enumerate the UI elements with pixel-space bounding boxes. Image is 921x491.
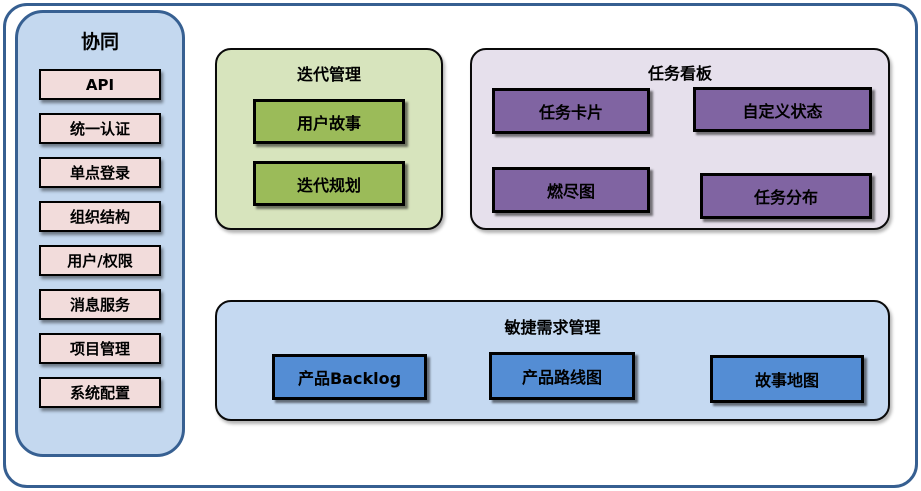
group-iteration-management: 迭代管理 用户故事 迭代规划 [215,48,443,230]
sidebar-item-api: API [39,69,161,100]
iteration-group-title: 迭代管理 [296,65,361,84]
kanban-group-title: 任务看板 [647,64,712,83]
sidebar-item-project-management: 项目管理 [39,333,161,364]
feature-product-backlog: 产品Backlog [272,354,427,400]
sidebar-item-unified-auth: 统一认证 [39,113,161,144]
feature-custom-status: 自定义状态 [693,87,872,132]
group-agile-requirement-management: 敏捷需求管理 产品Backlog 产品路线图 故事地图 [215,300,890,421]
feature-product-roadmap: 产品路线图 [489,352,635,400]
sidebar-item-list: API 统一认证 单点登录 组织结构 用户/权限 消息服务 项目管理 系统配置 [18,69,182,408]
agile-group-title: 敏捷需求管理 [504,318,601,337]
feature-burndown-chart: 燃尽图 [492,167,650,213]
feature-user-story: 用户故事 [253,99,405,144]
feature-iteration-planning: 迭代规划 [253,161,405,206]
feature-task-card: 任务卡片 [492,88,650,134]
sidebar-item-message-service: 消息服务 [39,289,161,320]
sidebar-item-org-structure: 组织结构 [39,201,161,232]
sidebar-item-sso: 单点登录 [39,157,161,188]
feature-story-map: 故事地图 [710,355,864,403]
sidebar-item-system-config: 系统配置 [39,377,161,408]
group-task-kanban: 任务看板 任务卡片 自定义状态 燃尽图 任务分布 [470,48,890,230]
sidebar-title: 协同 [80,31,119,53]
iteration-item-list: 用户故事 迭代规划 [217,99,441,206]
sidebar-collaboration-panel: 协同 API 统一认证 单点登录 组织结构 用户/权限 消息服务 项目管理 系统… [15,10,185,457]
feature-task-distribution: 任务分布 [700,173,872,219]
sidebar-item-user-permission: 用户/权限 [39,245,161,276]
